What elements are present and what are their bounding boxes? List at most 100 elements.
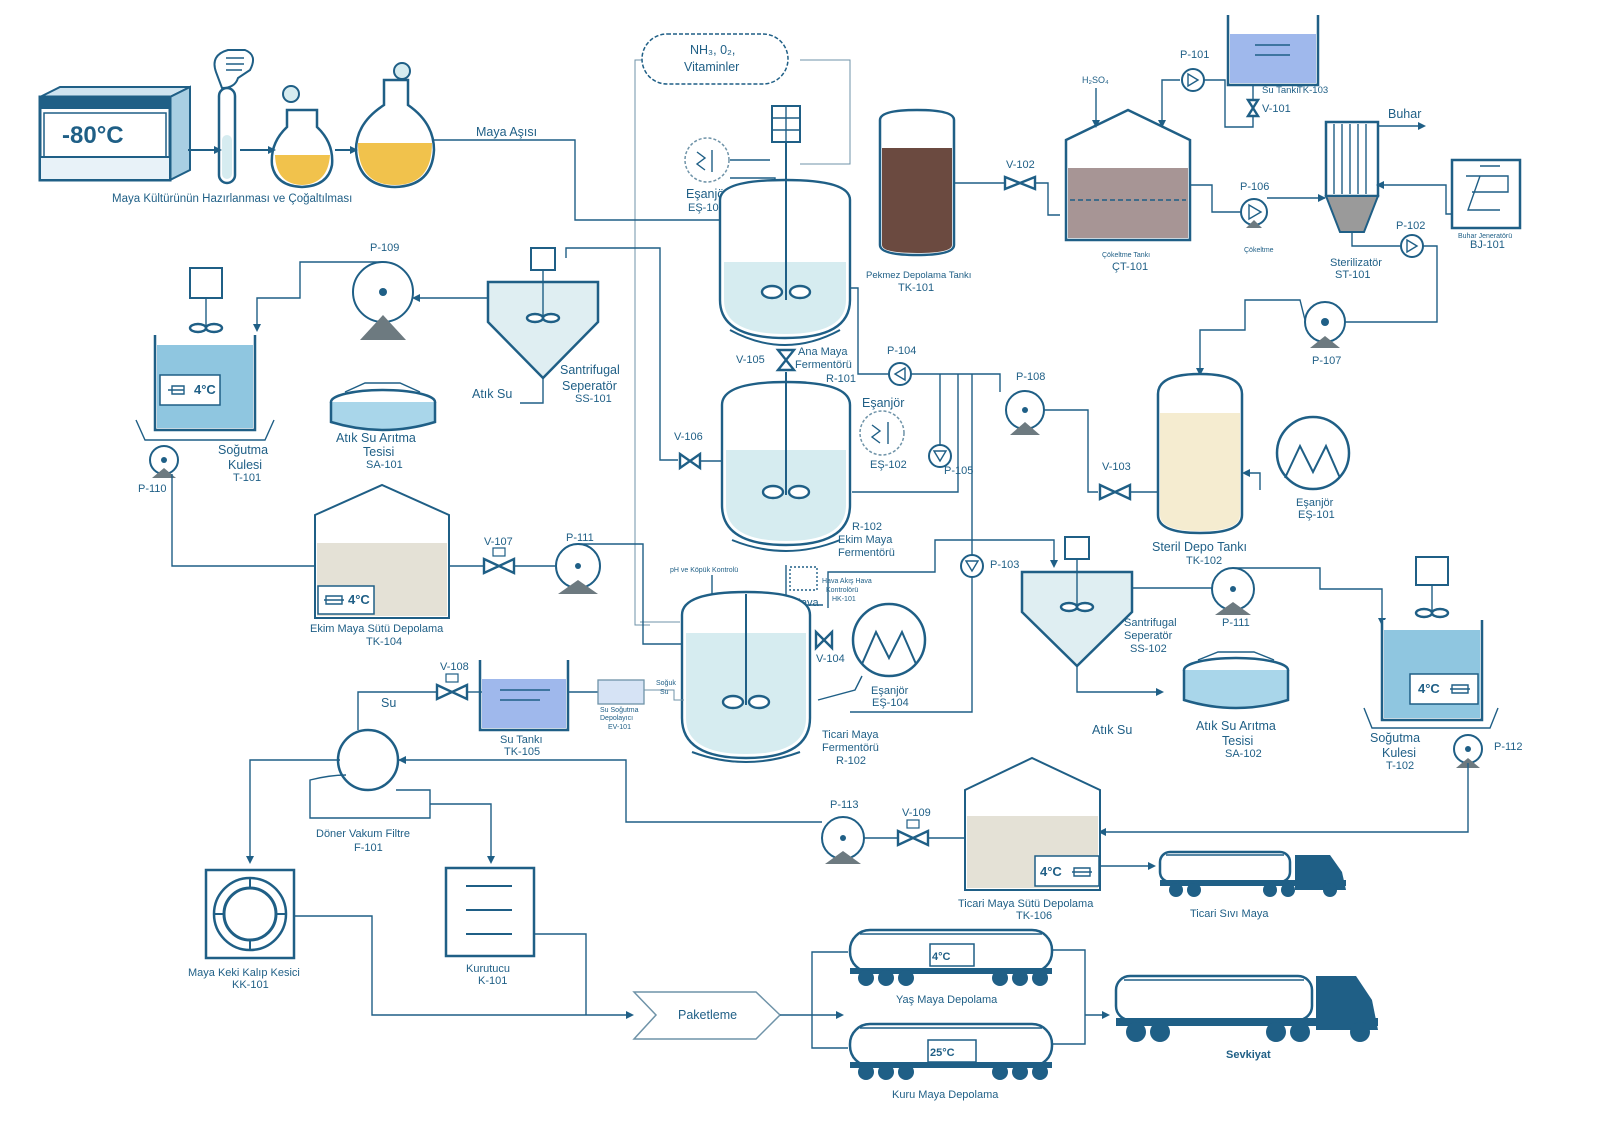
tk103-tag: TK-103 [1297,85,1328,96]
valve-v109 [896,819,930,847]
ct101-tag: ÇT-101 [1112,261,1148,273]
v108-tag: V-108 [440,661,469,673]
t102-temp: 4°C [1418,681,1440,696]
es102-label: Eşanjör [862,396,904,410]
t102-label2: Kulesi [1382,746,1416,760]
p108-tag: P-108 [1016,371,1045,383]
flask-large [354,62,436,189]
pump-p108 [1005,390,1045,435]
t101-tag: T-101 [233,472,261,484]
pump-p105 [928,444,952,468]
h2so4-label: H₂SO₄ [1082,75,1109,85]
rotary-vacuum-filter-f101 [309,728,431,819]
fermenter-r101 [718,142,852,346]
kk101-label: Maya Keki Kalıp Kesici [188,967,300,979]
sa101-tag: SA-101 [366,459,403,471]
p107-tag: P-107 [1312,355,1341,367]
exchanger-es101 [1275,415,1351,491]
r101-tag: R-101 [826,373,856,385]
p111a-tag: P-111 [566,532,594,544]
p102-tag: P-102 [1396,220,1425,232]
cake-cutter-kk101 [204,868,296,960]
tk106-temp: 4°C [1040,864,1062,879]
pump-p103 [960,554,984,578]
paketleme-label: Paketleme [678,1008,737,1022]
ticari-sivi-label: Ticari Sıvı Maya [1190,908,1269,920]
v105-tag: V-105 [736,354,765,366]
sevkiyat-label: Sevkiyat [1226,1049,1271,1061]
steam-generator-bj101 [1450,158,1522,230]
ss101-tag: SS-101 [575,393,612,405]
sa102-label2: Tesisi [1222,734,1253,748]
v106-tag: V-106 [674,431,703,443]
v103-tag: V-103 [1102,461,1131,473]
nutrient-label-line1: NH₃, 0₂, [690,43,735,57]
water-tank-tk103 [1226,15,1320,87]
kk101-tag: KK-101 [232,979,269,991]
exchanger-es102 [859,410,905,456]
es103-tag: EŞ-103 [688,202,725,214]
pump-p110 [149,445,179,478]
wet-yeast-temp: 4°C [932,951,951,963]
centrifuge-ss102 [1020,536,1134,668]
t102-label1: Soğutma [1370,731,1420,745]
exchanger-es104 [851,602,927,678]
ct101-label: Çökeltme Tankı [1102,252,1150,259]
pump-p102 [1400,234,1424,258]
ss102-label1: Santrifugal [1124,617,1177,629]
fermenter-r102-seed [720,372,852,552]
test-tube [213,49,255,185]
sa101-label2: Tesisi [363,445,394,459]
v104-tag: V-104 [816,653,845,665]
molasses-tank-tk101 [878,108,956,257]
air-control-label1: Hava Akış Hava [822,578,872,585]
t101-label2: Kulesi [228,458,262,472]
pump-p101 [1181,68,1205,92]
su-label: Su [381,696,396,710]
dry-yeast-temp: 25°C [930,1047,955,1059]
sa102-tag: SA-102 [1225,748,1262,760]
sterile-tank-tk102 [1156,372,1244,535]
tk104-label: Ekim Maya Sütü Depolama [310,623,444,635]
es101-tag: EŞ-101 [1298,509,1335,521]
pump-p109 [352,261,414,340]
tk105-label: Su Tankı [500,734,543,746]
p103-tag: P-103 [990,559,1019,571]
valve-v106 [678,451,702,471]
freezer-temp: -80°C [62,122,124,149]
f101-tag: F-101 [354,842,383,854]
es104-tag: EŞ-104 [872,697,909,709]
r101-label2: Fermentörü [795,359,852,371]
tk101-label: Pekmez Depolama Tankı [866,270,971,281]
centrifuge-ss101 [486,247,600,380]
v102-tag: V-102 [1006,159,1035,171]
valve-v101 [1245,98,1261,118]
t101-temp: 4°C [194,382,216,397]
tanker-truck-small [1158,850,1346,897]
air-control-label2: Kontrolörü [826,587,858,594]
valve-v108 [435,673,469,701]
tk104-temp: 4°C [348,592,370,607]
ss101-label1: Santrifugal [560,363,620,377]
cooling-tower-t102 [1363,556,1499,729]
p112-tag: P-112 [1494,741,1523,753]
flask-small [270,85,334,189]
wastewater-plant-sa101 [329,382,437,432]
p113-tag: P-113 [830,799,859,811]
pump-p106 [1240,198,1268,228]
t102-tag: T-102 [1386,760,1414,772]
pump-p113 [821,816,865,864]
k101-tag: K-101 [478,975,507,987]
fermenter-r102-commercial [680,590,812,763]
v101-tag: V-101 [1262,103,1291,115]
maya-asisi-label: Maya Aşısı [476,125,537,139]
p110-tag: P-110 [138,483,167,495]
v109-tag: V-109 [902,807,931,819]
ev101-label1: Su Soğutma [600,707,639,714]
wet-yeast-storage-tank [848,928,1054,986]
wastewater-plant-sa102 [1182,651,1290,710]
soguk-label2: Su [660,689,669,696]
sa102-label1: Atık Su Arıtma [1196,719,1276,733]
yas-label: Yaş Maya Depolama [896,994,998,1006]
ss101-label2: Seperatör [562,379,617,393]
